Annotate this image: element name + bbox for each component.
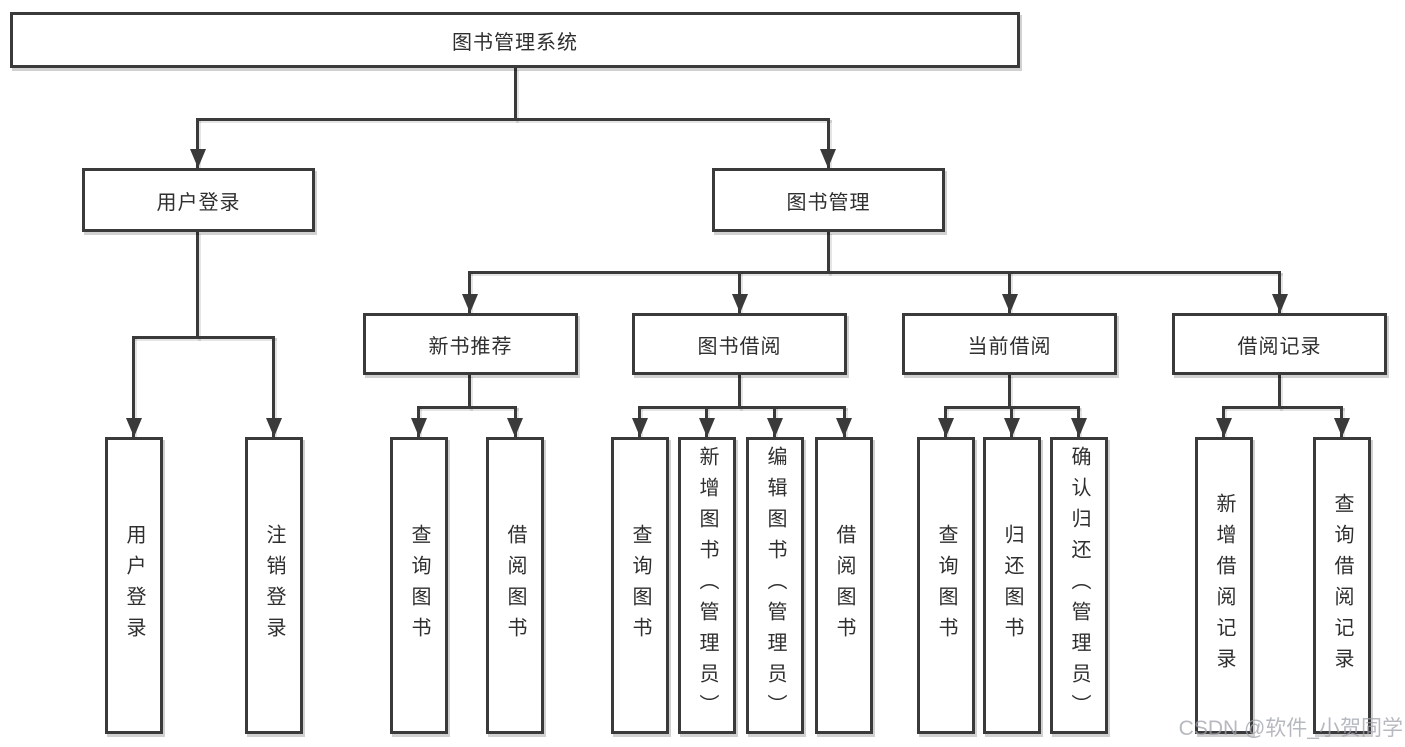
node-book-management: 图书管理 (712, 168, 945, 232)
leaf-query-books-recommend: 查询图书 (390, 437, 448, 734)
arrow-down-icon (1071, 418, 1087, 437)
arrow-down-icon (1004, 418, 1020, 437)
leaf-query-books-current: 查询图书 (917, 437, 975, 734)
connector-line (469, 271, 1281, 274)
connector-line (196, 232, 199, 339)
leaf-borrow-books: 借阅图书 (815, 437, 873, 734)
node-user-login: 用户登录 (82, 168, 315, 232)
leaf-edit-book-admin: 编辑图书（管理员） (746, 437, 804, 734)
arrow-down-icon (190, 149, 206, 168)
leaf-label: 新增借阅记录 (1213, 492, 1235, 679)
node-label: 新书推荐 (428, 335, 513, 358)
leaf-logout: 注销登录 (245, 437, 303, 734)
leaf-user-login: 用户登录 (105, 437, 163, 734)
arrow-down-icon (462, 294, 478, 313)
connector-line (197, 118, 830, 121)
connector-line (468, 271, 471, 313)
node-label: 图书借阅 (697, 335, 782, 358)
watermark: CSDN @软件_小贺同学 (1178, 717, 1403, 740)
connector-line (827, 118, 830, 168)
node-root-library-system: 图书管理系统 (10, 12, 1020, 68)
arrow-down-icon (1216, 418, 1232, 437)
arrow-down-icon (411, 418, 427, 437)
leaf-label: 查询图书 (935, 523, 957, 648)
leaf-query-borrow-record: 查询借阅记录 (1313, 437, 1371, 734)
node-borrow-records: 借阅记录 (1172, 313, 1387, 375)
connector-line (196, 118, 199, 168)
connector-line (1008, 271, 1011, 313)
connector-line (132, 336, 135, 437)
connector-line (468, 375, 471, 409)
connector-line (133, 336, 275, 339)
node-current-borrow: 当前借阅 (902, 313, 1117, 375)
connector-line (418, 406, 517, 409)
leaf-label: 借阅图书 (504, 523, 526, 648)
connector-line (827, 232, 830, 274)
connector-line (514, 68, 517, 121)
leaf-borrow-books-recommend: 借阅图书 (486, 437, 544, 734)
leaf-label: 查询借阅记录 (1331, 492, 1353, 679)
leaf-label: 确认归还（管理员） (1068, 446, 1090, 725)
arrow-down-icon (836, 418, 852, 437)
arrow-down-icon (126, 418, 142, 437)
leaf-label: 新增图书（管理员） (696, 446, 718, 725)
connector-line (738, 271, 741, 313)
leaf-confirm-return-admin: 确认归还（管理员） (1050, 437, 1108, 734)
connector-line (1278, 271, 1281, 313)
connector-line (638, 406, 846, 409)
leaf-label: 注销登录 (263, 523, 285, 648)
arrow-down-icon (1002, 294, 1018, 313)
arrow-down-icon (938, 418, 954, 437)
arrow-down-icon (507, 418, 523, 437)
node-label: 用户登录 (156, 191, 241, 214)
connector-line (1278, 375, 1281, 409)
arrow-down-icon (767, 418, 783, 437)
leaf-add-book-admin: 新增图书（管理员） (678, 437, 736, 734)
leaf-label: 借阅图书 (833, 523, 855, 648)
leaf-label: 查询图书 (408, 523, 430, 648)
leaf-label: 编辑图书（管理员） (764, 446, 786, 725)
arrow-down-icon (1334, 418, 1350, 437)
node-book-borrow: 图书借阅 (632, 313, 847, 375)
arrow-down-icon (632, 418, 648, 437)
leaf-query-books-borrow: 查询图书 (611, 437, 669, 734)
arrow-down-icon (699, 418, 715, 437)
node-label: 当前借阅 (967, 335, 1052, 358)
connector-line (1008, 375, 1011, 409)
arrow-down-icon (1272, 294, 1288, 313)
node-new-book-recommend: 新书推荐 (363, 313, 578, 375)
leaf-return-book: 归还图书 (983, 437, 1041, 734)
leaf-label: 归还图书 (1001, 523, 1023, 648)
connector-line (738, 375, 741, 409)
node-label: 借阅记录 (1237, 335, 1322, 358)
leaf-label: 查询图书 (629, 523, 651, 648)
arrow-down-icon (732, 294, 748, 313)
leaf-label: 用户登录 (123, 523, 145, 648)
node-label: 图书管理 (786, 191, 871, 214)
connector-line (1223, 406, 1343, 409)
node-label: 图书管理系统 (452, 31, 578, 54)
arrow-down-icon (266, 418, 282, 437)
connector-line (272, 336, 275, 437)
leaf-add-borrow-record: 新增借阅记录 (1195, 437, 1253, 734)
arrow-down-icon (820, 149, 836, 168)
